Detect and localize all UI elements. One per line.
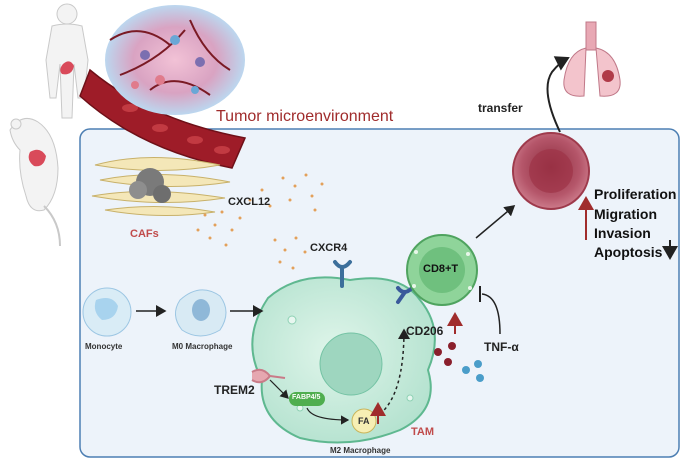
label-fa: FA bbox=[358, 416, 370, 426]
label-trem2: TREM2 bbox=[214, 383, 255, 397]
label-monocyte: Monocyte bbox=[85, 342, 123, 351]
monocyte-cell bbox=[82, 287, 132, 337]
label-cd8t: CD8+T bbox=[423, 263, 459, 275]
label-m0-macrophage: M0 Macrophage bbox=[172, 342, 233, 351]
label-tam: TAM bbox=[411, 426, 435, 438]
tumor-cell-icon bbox=[512, 132, 590, 210]
fabp-badge bbox=[289, 392, 325, 406]
cd206-receptor-icon bbox=[396, 286, 414, 304]
label-m2-macrophage: M2 Macrophage bbox=[330, 446, 391, 455]
label-cxcr4: CXCR4 bbox=[310, 242, 348, 254]
m0-macrophage-cell bbox=[175, 289, 227, 337]
cafs-fibroblast-cluster bbox=[91, 157, 231, 217]
label-cxcl12: CXCL12 bbox=[228, 196, 271, 208]
arrow-to-tumor-cell bbox=[475, 205, 516, 239]
label-transfer: transfer bbox=[478, 101, 523, 115]
inhibit-tnf-to-cd8 bbox=[481, 293, 501, 335]
label-fabp: FABP4/5 bbox=[292, 394, 321, 401]
effect-migration: Migration bbox=[594, 206, 657, 222]
lungs-icon bbox=[563, 21, 621, 97]
diagram-title: Tumor microenvironment bbox=[216, 108, 394, 125]
effect-invasion: Invasion bbox=[594, 225, 651, 241]
arrow-trem2-to-fabp bbox=[269, 379, 289, 399]
effect-apoptosis: Apoptosis bbox=[594, 244, 663, 260]
arrow-fabp-to-fa bbox=[306, 407, 350, 425]
label-cd206: CD206 bbox=[406, 324, 444, 338]
mouse-figure-icon bbox=[9, 117, 61, 247]
tumor-tissue-blob bbox=[105, 5, 245, 115]
cxcr4-receptor-icon bbox=[333, 260, 352, 288]
arrow-transfer bbox=[546, 56, 570, 133]
m2-macrophage-cell bbox=[251, 276, 436, 444]
label-tnf-alpha: TNF-α bbox=[484, 340, 519, 354]
trem2-receptor-icon bbox=[251, 368, 286, 384]
human-figure-icon bbox=[45, 3, 89, 119]
label-cafs: CAFs bbox=[130, 228, 159, 240]
cxcl12-chemokine-dots bbox=[196, 173, 324, 270]
cd8-t-cell bbox=[406, 234, 478, 306]
tnf-alpha-dots bbox=[462, 360, 484, 382]
effect-proliferation: Proliferation bbox=[594, 186, 677, 202]
secreted-red-dots bbox=[434, 342, 456, 366]
